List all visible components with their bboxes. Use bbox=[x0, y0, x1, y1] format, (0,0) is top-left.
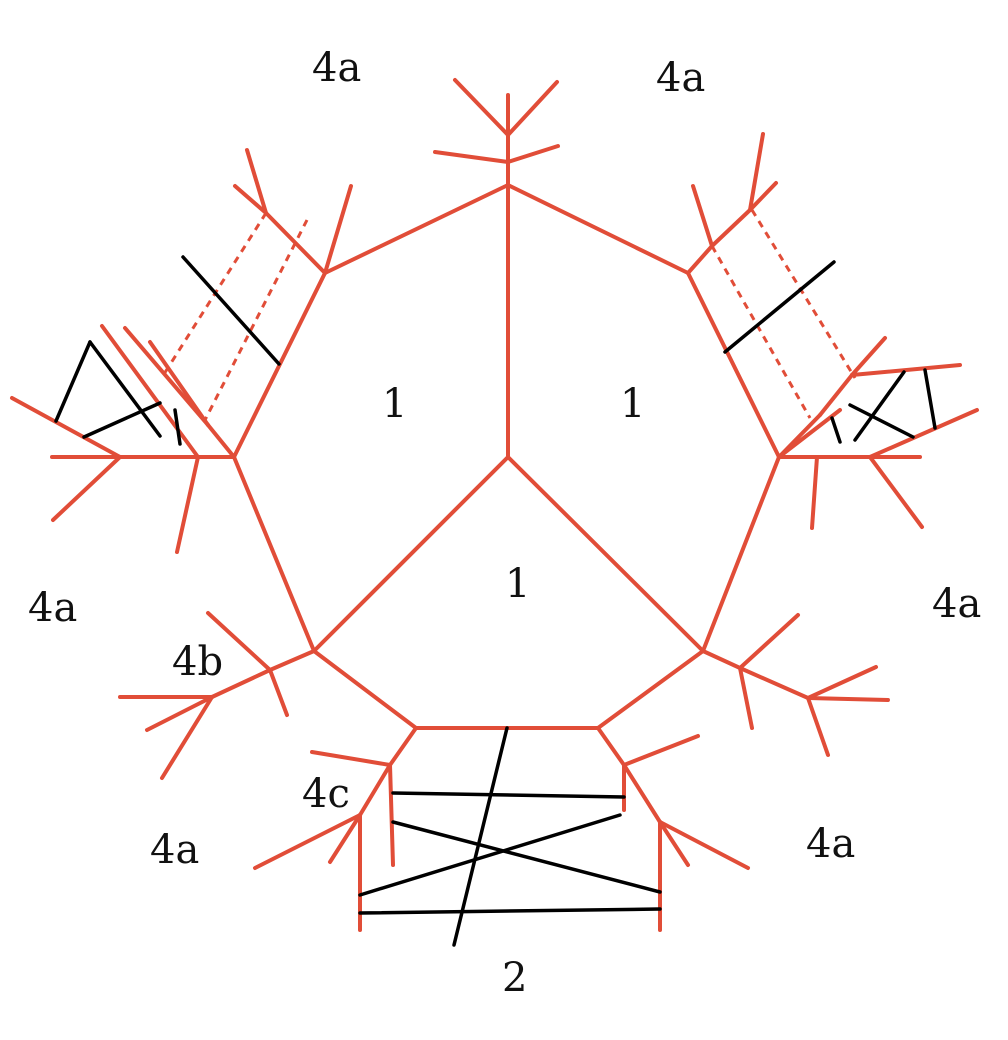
red-edge bbox=[358, 763, 392, 817]
red-edge bbox=[701, 649, 742, 670]
red-edge bbox=[453, 78, 510, 137]
red-edge bbox=[253, 813, 362, 870]
red-edge bbox=[777, 408, 842, 459]
red-edge bbox=[596, 649, 705, 730]
black-edge bbox=[923, 368, 937, 430]
red-edge bbox=[806, 696, 830, 757]
black-edge bbox=[723, 260, 836, 354]
red-edge bbox=[818, 373, 854, 417]
black-edge bbox=[88, 340, 162, 438]
black-edge bbox=[358, 813, 622, 897]
label-4b: 4b bbox=[172, 639, 224, 685]
label-1-bottom: 1 bbox=[505, 561, 531, 607]
red-edge bbox=[686, 271, 781, 459]
black-edge bbox=[358, 907, 662, 915]
red-edge bbox=[268, 649, 316, 672]
red-edge bbox=[310, 750, 392, 767]
black-edge bbox=[848, 403, 915, 439]
red-edge bbox=[506, 183, 690, 275]
red-edge bbox=[264, 211, 327, 275]
black-edge bbox=[452, 726, 509, 947]
red-edge bbox=[312, 649, 418, 730]
red-edge bbox=[810, 455, 819, 530]
red-dashed-edge bbox=[710, 245, 812, 419]
red-edge bbox=[175, 455, 200, 554]
red-edge bbox=[323, 183, 510, 275]
red-edge bbox=[868, 455, 924, 529]
black-edge bbox=[853, 370, 906, 442]
black-edge bbox=[391, 791, 626, 799]
label-4a-bottom-right: 4a bbox=[806, 821, 856, 867]
label-4a-top-left: 4a bbox=[312, 45, 362, 91]
red-edge bbox=[233, 184, 268, 215]
red-edge bbox=[145, 695, 214, 732]
red-edge bbox=[701, 455, 781, 653]
black-edge bbox=[173, 408, 182, 446]
red-edge bbox=[596, 726, 626, 767]
red-edge bbox=[388, 726, 418, 767]
red-dashed-edge bbox=[203, 219, 309, 421]
red-edge bbox=[691, 184, 714, 248]
black-edge bbox=[181, 255, 281, 366]
black-edge bbox=[830, 416, 842, 444]
label-4a-left: 4a bbox=[28, 585, 78, 631]
red-edge bbox=[312, 455, 510, 653]
red-edge bbox=[850, 363, 962, 377]
red-edge bbox=[868, 408, 979, 459]
label-4a-top-right: 4a bbox=[656, 55, 706, 101]
red-edge bbox=[388, 763, 395, 867]
red-edge bbox=[160, 695, 214, 780]
label-4a-right: 4a bbox=[932, 581, 982, 627]
label-1-upper-right: 1 bbox=[620, 381, 646, 427]
red-edge bbox=[738, 666, 754, 730]
red-edge bbox=[710, 208, 752, 248]
red-edge bbox=[806, 696, 890, 702]
label-4a-bottom-left: 4a bbox=[150, 827, 200, 873]
red-edge bbox=[850, 336, 887, 377]
label-4c: 4c bbox=[302, 771, 350, 817]
red-edge bbox=[658, 820, 750, 870]
red-edge bbox=[268, 668, 289, 717]
red-dashed-edge bbox=[750, 209, 857, 379]
black-edges bbox=[54, 255, 937, 947]
label-2: 2 bbox=[502, 955, 528, 1001]
red-edge bbox=[210, 668, 272, 699]
red-edge bbox=[622, 734, 700, 767]
red-edge bbox=[433, 150, 510, 164]
label-1-upper-left: 1 bbox=[382, 381, 408, 427]
red-tree-edges bbox=[10, 78, 979, 932]
black-edge bbox=[54, 340, 92, 423]
black-edge bbox=[82, 401, 162, 439]
black-edge bbox=[391, 820, 662, 894]
red-edge bbox=[100, 324, 200, 459]
red-edge bbox=[506, 80, 559, 137]
red-edge bbox=[506, 144, 560, 164]
red-edge bbox=[10, 396, 122, 459]
red-edge bbox=[328, 813, 362, 864]
red-edge bbox=[245, 148, 268, 215]
red-edge bbox=[686, 244, 714, 275]
red-edge bbox=[622, 763, 662, 824]
red-edge bbox=[232, 455, 316, 653]
red-edge bbox=[206, 423, 236, 459]
red-edge bbox=[51, 455, 122, 522]
red-edge bbox=[206, 611, 272, 672]
red-edge bbox=[738, 666, 810, 700]
red-edge bbox=[748, 181, 778, 212]
red-edge bbox=[738, 613, 800, 670]
red-edge bbox=[748, 132, 765, 212]
red-edge bbox=[806, 665, 878, 700]
red-edge bbox=[323, 184, 353, 275]
red-edge bbox=[506, 455, 705, 653]
red-edge bbox=[148, 340, 210, 427]
red-edge bbox=[658, 820, 690, 867]
red-edge bbox=[123, 326, 210, 427]
